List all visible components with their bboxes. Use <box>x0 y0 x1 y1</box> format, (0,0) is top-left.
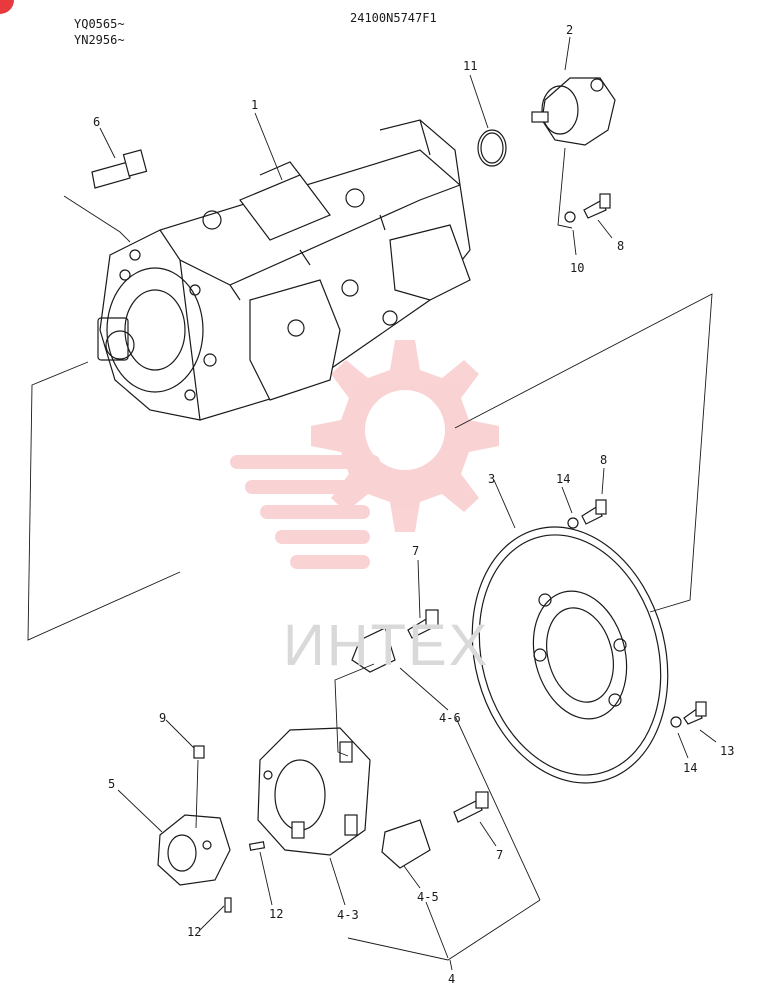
callout-7-lower: 7 <box>496 848 504 862</box>
pin-12-lower <box>224 897 232 913</box>
watermark-gear-icon <box>230 340 499 569</box>
washer-10 <box>564 211 576 223</box>
main-pump <box>97 119 471 421</box>
callout-12-lower: 12 <box>187 925 202 939</box>
callout-4: 4 <box>448 972 456 986</box>
callout-4-5: 4-5 <box>417 890 439 904</box>
washer-14-upper <box>567 517 579 529</box>
callout-5: 5 <box>108 777 116 791</box>
callout-8-lower: 8 <box>600 453 608 467</box>
watermark-text: ИНТЕХ <box>283 613 490 678</box>
bolt-7-lower <box>453 791 489 823</box>
callout-2: 2 <box>566 23 574 37</box>
leader-lines <box>27 36 717 971</box>
bolt-8-top <box>583 193 611 219</box>
o-ring-11 <box>477 129 507 167</box>
serial-number-2: YN2956~ <box>74 33 125 47</box>
flywheel-plate-3 <box>471 526 669 784</box>
callout-4-3: 4-3 <box>337 908 359 922</box>
callout-7-upper: 7 <box>412 544 420 558</box>
callout-1: 1 <box>251 98 259 112</box>
callout-13: 13 <box>720 744 735 758</box>
bolt-7-upper <box>407 609 439 639</box>
insert-4-5 <box>381 819 431 869</box>
callout-9: 9 <box>159 711 167 725</box>
callout-10: 10 <box>570 261 585 275</box>
pin-12-left <box>248 841 266 851</box>
callout-6: 6 <box>93 115 101 129</box>
hub-5 <box>157 814 231 886</box>
callout-11: 11 <box>463 59 478 73</box>
bolt-8-lower <box>581 499 607 525</box>
callout-14-lower: 14 <box>683 761 698 775</box>
callout-3: 3 <box>488 472 496 486</box>
bolt-13 <box>683 701 707 725</box>
coupling-4-3 <box>257 727 371 856</box>
washer-14-lower <box>670 716 682 728</box>
callout-4-6: 4-6 <box>439 711 461 725</box>
drawing-number: 24100N5747F1 <box>350 11 437 25</box>
callout-8-upper: 8 <box>617 239 625 253</box>
set-screw-9 <box>193 745 205 759</box>
callout-14-upper: 14 <box>556 472 571 486</box>
gear-pump-2 <box>531 77 616 146</box>
callout-12-left: 12 <box>269 907 284 921</box>
bolt-6 <box>91 149 148 189</box>
insert-4-6 <box>351 627 396 673</box>
serial-number-1: YQ0565~ <box>74 17 125 31</box>
